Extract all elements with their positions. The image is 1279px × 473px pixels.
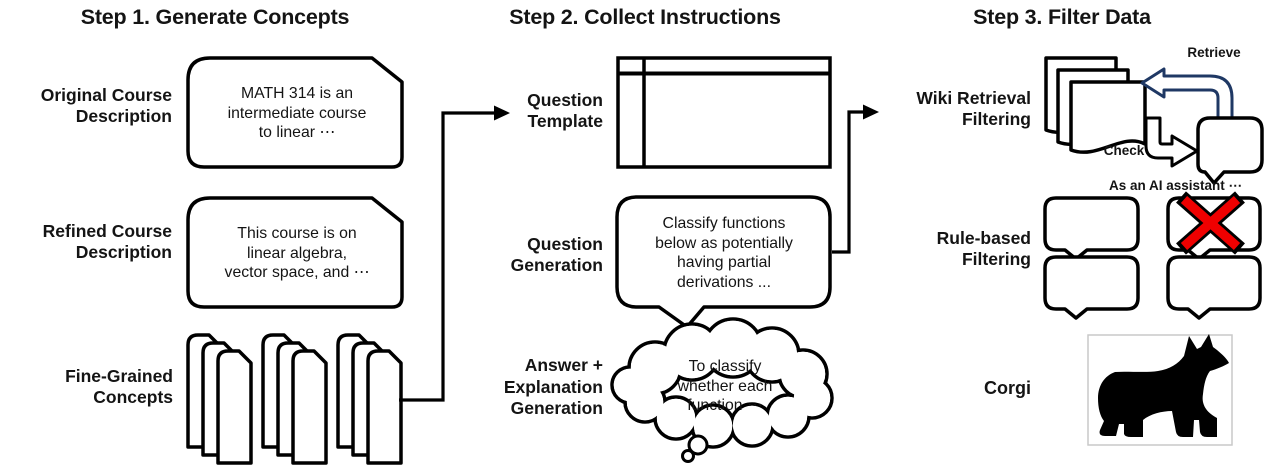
documents-stack-icon: [1044, 56, 1147, 154]
flow-arrow-step2-to-step3: [832, 104, 879, 254]
original-course-text: MATH 314 is an intermediate course to li…: [227, 85, 367, 141]
flow-arrow-step1-to-step2: [399, 105, 510, 402]
chat-bubble-icon: [1196, 116, 1264, 185]
original-course-label: Original Course Description: [40, 85, 172, 126]
refined-course-label: Refined Course Description: [42, 221, 172, 262]
step1-title: Step 1. Generate Concepts: [80, 5, 350, 29]
corgi-image: [1087, 334, 1233, 446]
concept-stack-icon: [186, 333, 403, 465]
fine-grained-concepts-label: Fine-Grained Concepts: [65, 366, 173, 407]
answer-explanation-text: To classify whether each function ⋯: [677, 358, 773, 414]
speech-bubble-icon: [615, 195, 832, 329]
note-card-icon: [186, 196, 404, 309]
check-arrow-icon: [1144, 116, 1199, 168]
question-template-table-icon: [616, 56, 832, 169]
note-card-icon: [186, 56, 404, 169]
ai-assistant-caption: As an AI assistant ⋯: [1108, 178, 1243, 193]
step2-title: Step 2. Collect Instructions: [509, 5, 781, 29]
rejected-x-icon: [1176, 191, 1245, 255]
wiki-retrieval-label: Wiki Retrieval Filtering: [916, 88, 1031, 129]
question-template-label: Question Template: [527, 90, 603, 131]
retrieve-arrow-icon: [1140, 67, 1234, 124]
question-generation-label: Question Generation: [510, 234, 603, 275]
thought-cloud-icon: [610, 317, 834, 463]
corgi-label: Corgi: [984, 378, 1031, 398]
question-generation-text: Classify functions below as potentially …: [655, 215, 793, 291]
retrieve-caption: Retrieve: [1187, 45, 1241, 60]
step3-title: Step 3. Filter Data: [973, 5, 1151, 29]
answer-explanation-label: Answer + Explanation Generation: [503, 355, 603, 418]
refined-course-text: This course is on linear algebra, vector…: [224, 225, 370, 281]
rule-based-label: Rule-based Filtering: [936, 228, 1031, 269]
check-caption: Check: [1103, 143, 1145, 158]
